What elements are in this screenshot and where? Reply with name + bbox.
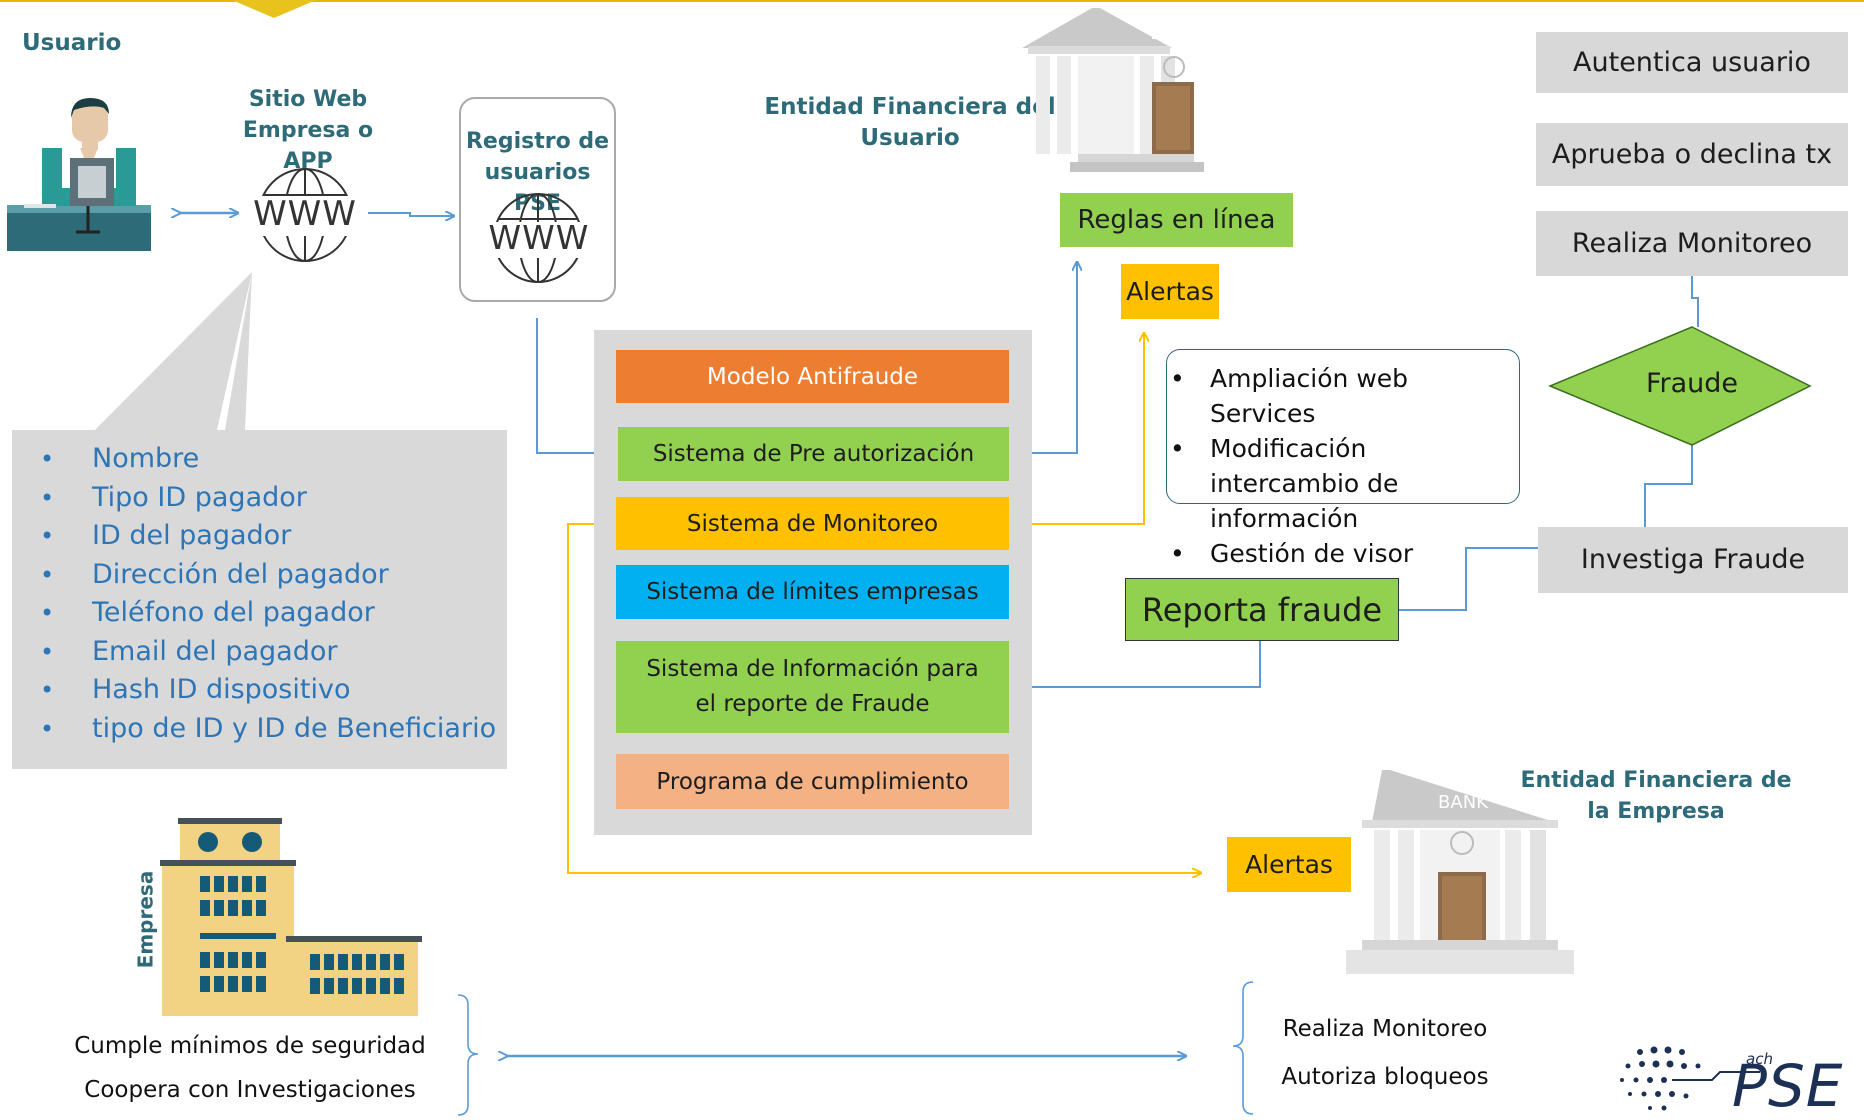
list-item: ID del pagador	[12, 517, 507, 556]
informacion-fraude-box: Sistema de Información para el reporte d…	[616, 641, 1009, 733]
list-item: Ampliación web Services	[1166, 361, 1512, 431]
list-item: Hash ID dispositivo	[12, 671, 507, 710]
modelo-antifraude-box: Modelo Antifraude	[616, 350, 1009, 403]
logo-small-text: ach	[1746, 1050, 1773, 1068]
empresa-duty-2: Coopera con Investigaciones	[84, 1077, 416, 1103]
monitoreo-box: Sistema de Monitoreo	[616, 497, 1009, 550]
registro-box	[459, 97, 616, 302]
list-item: Modificación intercambio de información	[1166, 431, 1512, 536]
arrow-registro-preauth	[536, 318, 616, 453]
payer-fields-list: Nombre Tipo ID pagador ID del pagador Di…	[12, 440, 507, 748]
usuario-label: Usuario	[22, 30, 122, 56]
bank-label-usuario: BANK	[1150, 24, 1198, 44]
autentica-usuario-box: Autentica usuario	[1536, 32, 1848, 93]
pre-autorizacion-box: Sistema de Pre autorización	[618, 427, 1009, 481]
registro-title: Registro de usuarios PSE	[465, 129, 610, 216]
entidad-empresa-title: Entidad Financiera de la Empresa	[1520, 768, 1792, 824]
line-monitoreo-fraude	[1691, 276, 1699, 327]
entidad-duty-1: Realiza Monitoreo	[1282, 1016, 1488, 1042]
reglas-en-linea-box: Reglas en línea	[1060, 193, 1293, 247]
list-item: Dirección del pagador	[12, 556, 507, 595]
reporta-fraude-box: Reporta fraude	[1125, 578, 1399, 641]
arrow-website-registro	[368, 213, 454, 216]
limites-empresas-box: Sistema de límites empresas	[616, 565, 1009, 619]
website-www-label: WWW	[253, 194, 357, 234]
aprueba-declina-box: Aprueba o declina tx	[1536, 123, 1848, 186]
arrow-monitoreo-alertas-empresa	[567, 523, 1201, 873]
alertas-usuario-box: Alertas	[1121, 264, 1219, 319]
sitio-web-title: Sitio Web Empresa o APP	[242, 87, 374, 174]
entidad-duty-2: Autoriza bloqueos	[1281, 1064, 1489, 1090]
empresa-duty-1: Cumple mínimos de seguridad	[74, 1033, 426, 1059]
investiga-fraude-box: Investiga Fraude	[1538, 527, 1848, 593]
bank-label-empresa: BANK	[1438, 792, 1488, 813]
line-fraude-investiga	[1644, 443, 1693, 527]
registro-www-label: WWW	[488, 218, 590, 257]
top-accent-line	[0, 0, 1864, 2]
alertas-empresa-box: Alertas	[1227, 837, 1351, 892]
list-item: Email del pagador	[12, 633, 507, 672]
bracket-empresa-duties	[457, 994, 479, 1116]
arrow-reporta-informacion	[1008, 641, 1261, 687]
logo-brand-text: PSE	[1732, 1052, 1844, 1120]
bracket-entidad-duties	[1232, 981, 1254, 1115]
cumplimiento-box: Programa de cumplimiento	[616, 754, 1009, 809]
realiza-monitoreo-box: Realiza Monitoreo	[1536, 211, 1848, 276]
list-item: tipo de ID y ID de Beneficiario	[12, 710, 507, 749]
arrow-monitoreo-alertas	[1008, 333, 1144, 525]
callout-pointer	[95, 272, 252, 430]
list-item: Nombre	[12, 440, 507, 479]
top-accent-tab	[232, 0, 316, 18]
fraude-diamond	[1548, 326, 1812, 446]
list-item: Tipo ID pagador	[12, 479, 507, 518]
fraude-label: Fraude	[1645, 368, 1739, 399]
list-item: Teléfono del pagador	[12, 594, 507, 633]
